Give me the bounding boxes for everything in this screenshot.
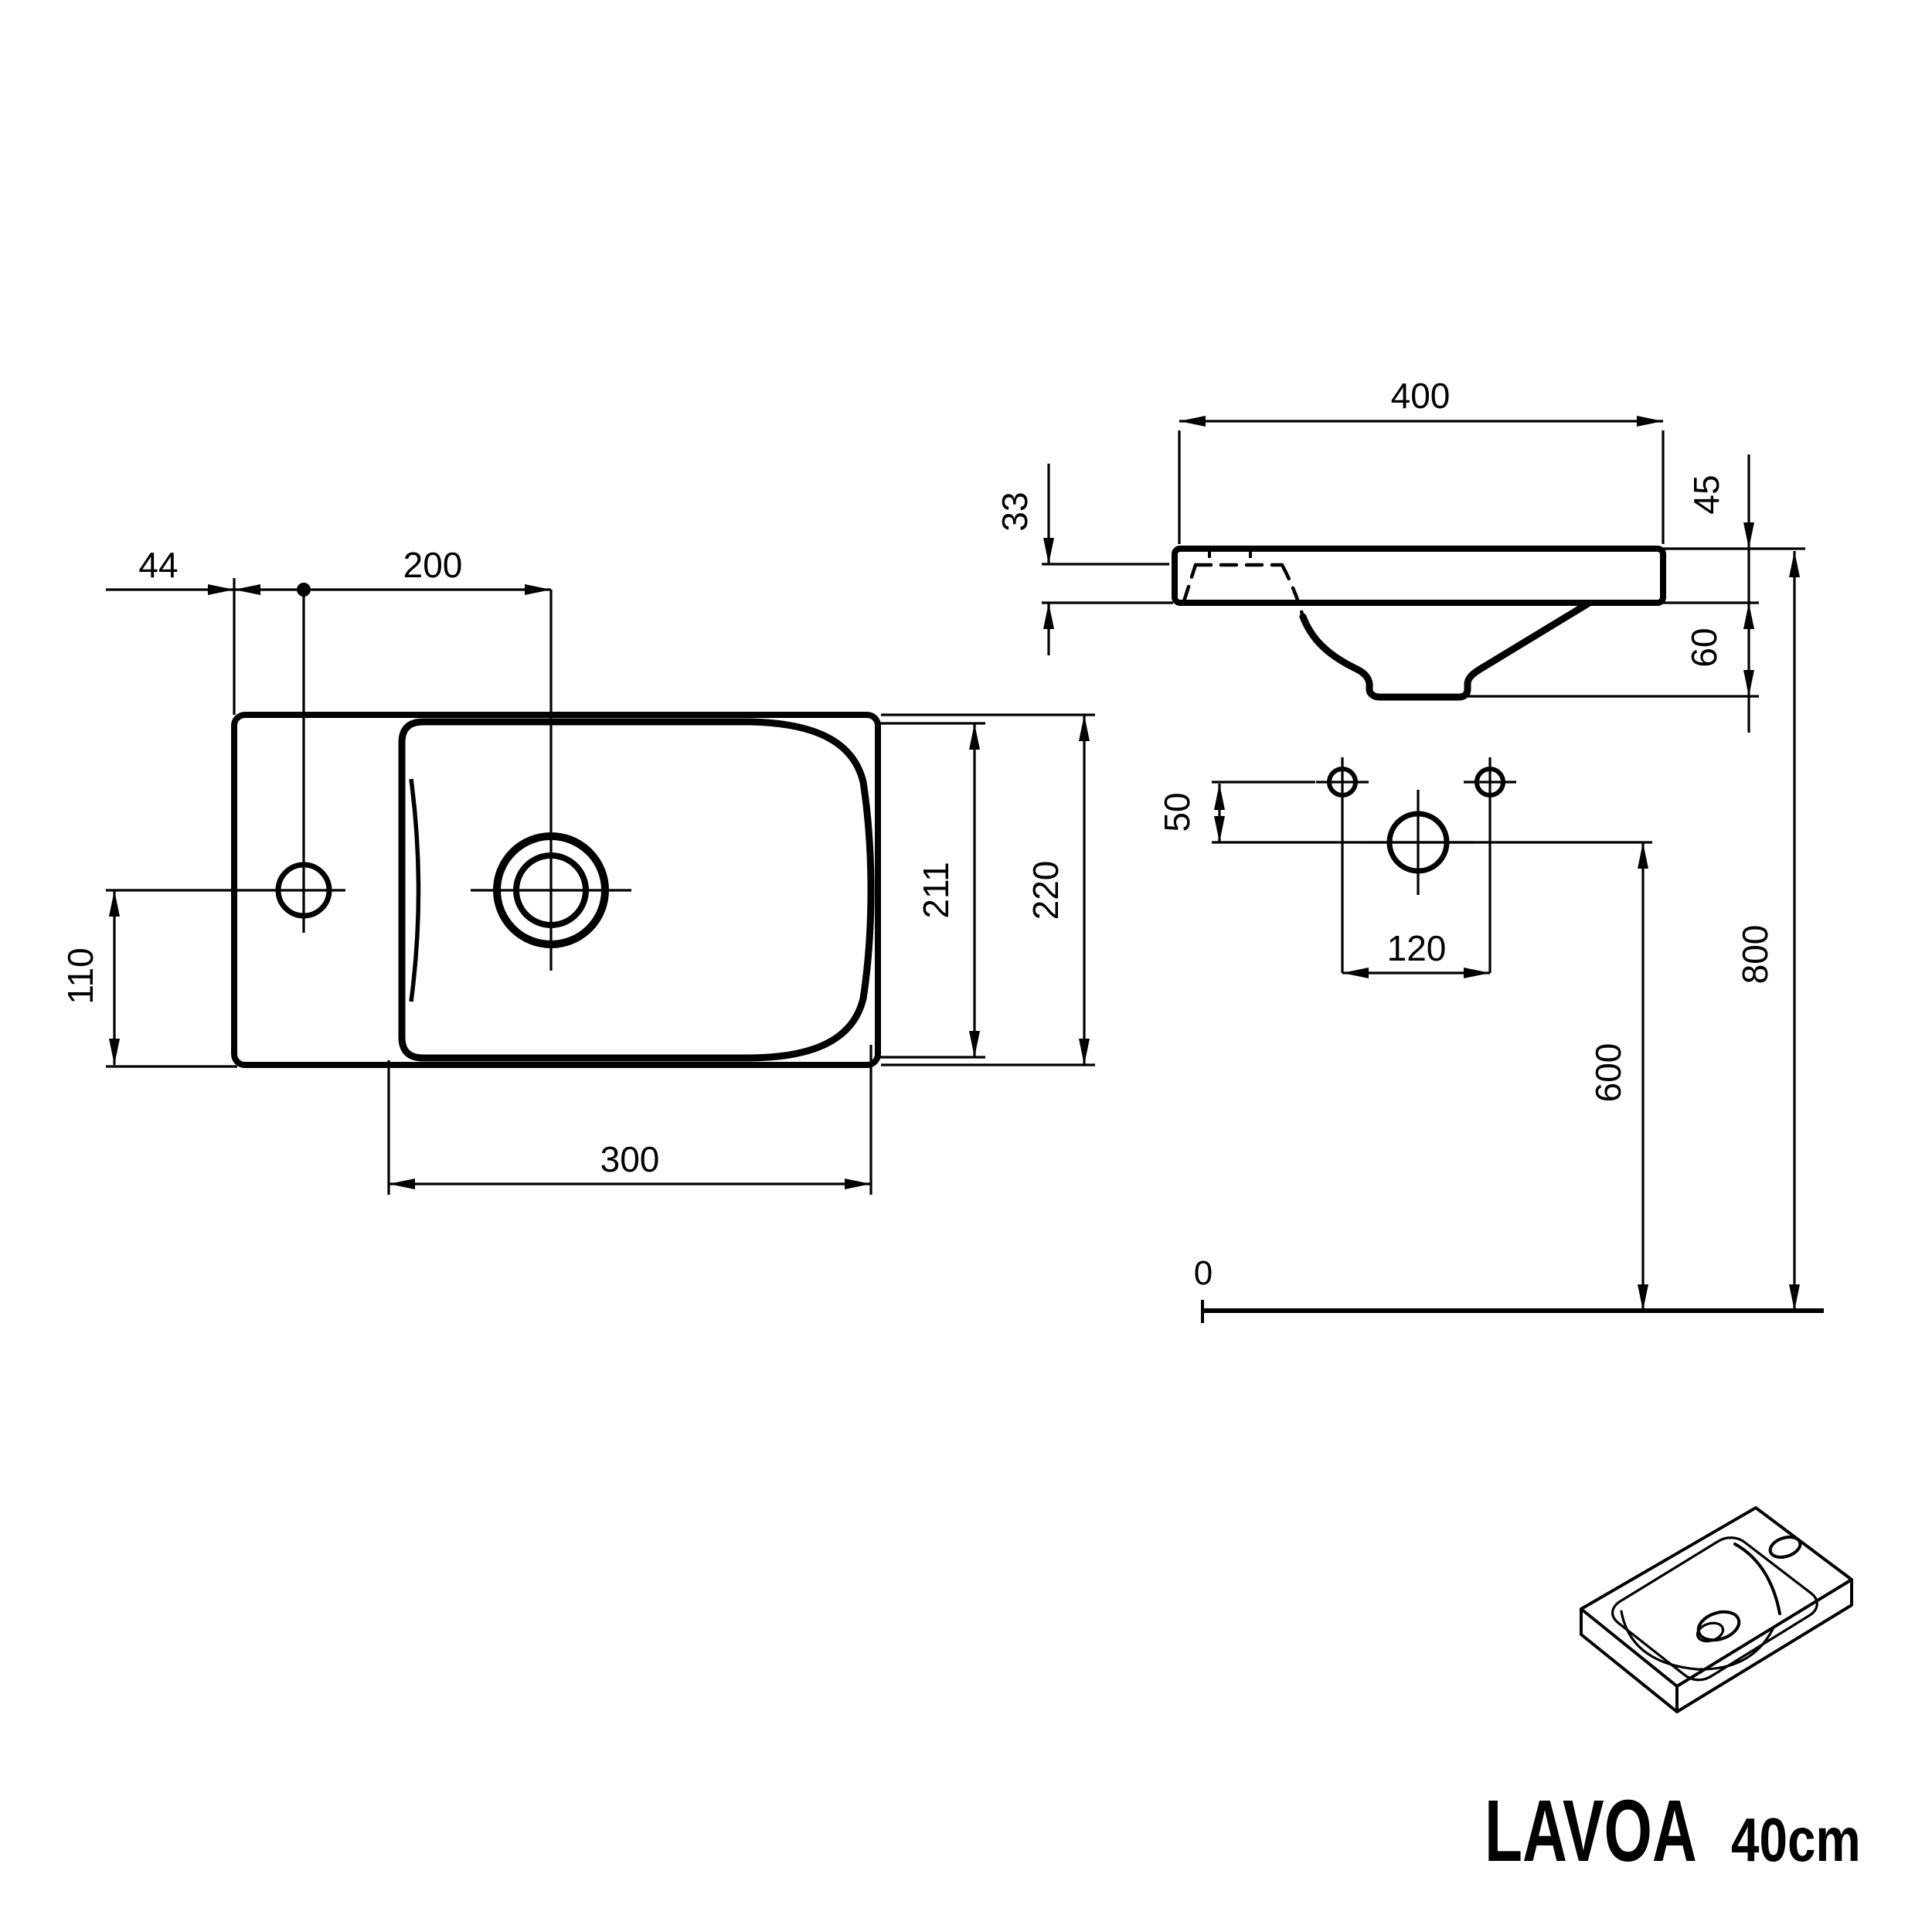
- product-name: LAVOA: [1485, 1781, 1697, 1879]
- arrowhead: [525, 584, 551, 595]
- front-view: [1042, 546, 1805, 701]
- iso-sketch: [1580, 1506, 1853, 1713]
- product-title: LAVOA 40cm: [1485, 1781, 1861, 1879]
- plan-basin-left-wall-arc: [409, 778, 421, 1002]
- front-dimensions: 400 33 45 60: [995, 376, 1754, 733]
- iso-top-face: [1580, 1506, 1853, 1688]
- hidden-basin-left: [1182, 563, 1198, 604]
- dim-label-300: 300: [600, 1139, 660, 1179]
- dim-label-200: 200: [403, 545, 463, 585]
- arrowhead: [1043, 538, 1054, 564]
- dim-label-44: 44: [138, 545, 178, 585]
- arrowhead: [1214, 816, 1225, 842]
- arrowhead: [234, 584, 260, 595]
- arrowhead: [1743, 670, 1754, 696]
- plan-view: [231, 590, 881, 1068]
- arrowhead: [1214, 784, 1225, 810]
- arrowhead: [1079, 715, 1090, 741]
- dim-label-45: 45: [1686, 474, 1726, 514]
- arrowhead: [109, 890, 120, 917]
- dim-label-600: 600: [1588, 1043, 1628, 1103]
- dim-label-50: 50: [1157, 792, 1197, 832]
- front-bowl-profile: [1299, 600, 1592, 701]
- arrowhead: [1179, 416, 1206, 427]
- hidden-basin-right: [1280, 563, 1305, 619]
- plan-basin-outline: [398, 718, 875, 1062]
- arrowhead: [1638, 1284, 1648, 1311]
- dim-label-120: 120: [1387, 928, 1447, 968]
- iso-tap-hole: [1768, 1536, 1802, 1559]
- arrowhead: [1342, 968, 1369, 978]
- arrowhead: [109, 1039, 120, 1065]
- arrowhead: [969, 1031, 980, 1057]
- iso-basin-back-wall: [1733, 1543, 1781, 1615]
- front-rim-outline: [1172, 546, 1666, 606]
- arrowhead: [1637, 416, 1663, 427]
- arrowhead: [969, 723, 980, 750]
- arrowhead: [1789, 1284, 1800, 1311]
- arrowhead: [1464, 968, 1490, 978]
- arrowhead: [1043, 603, 1054, 629]
- dim-label-60: 60: [1684, 628, 1724, 667]
- dim-label-110: 110: [60, 947, 100, 1004]
- dim-label-211: 211: [916, 862, 956, 918]
- plan-dimensions: 44 200 110 300 211 220: [60, 545, 1095, 1195]
- arrowhead: [845, 1179, 871, 1189]
- arrowhead: [208, 584, 234, 595]
- arrowhead: [1079, 1039, 1090, 1065]
- iso-basin-bottom: [1620, 1610, 1774, 1671]
- arrowhead: [1743, 603, 1754, 629]
- iso-basin-rim: [1611, 1536, 1818, 1682]
- dim-dot-terminator: [297, 583, 311, 597]
- floor-label-0: 0: [1194, 1254, 1213, 1292]
- arrowhead: [389, 1179, 415, 1189]
- arrowhead: [1789, 551, 1800, 577]
- iso-drain-inner: [1696, 1621, 1725, 1643]
- dim-label-400: 400: [1391, 376, 1451, 416]
- dim-label-800: 800: [1735, 925, 1775, 985]
- arrowhead: [1743, 522, 1754, 549]
- arrowhead: [1638, 842, 1648, 869]
- mounting-diagram: 50 120 800 600 0: [1157, 551, 1824, 1323]
- dim-label-220: 220: [1026, 861, 1066, 920]
- dim-label-33: 33: [995, 492, 1035, 531]
- product-size: 40cm: [1731, 1805, 1861, 1875]
